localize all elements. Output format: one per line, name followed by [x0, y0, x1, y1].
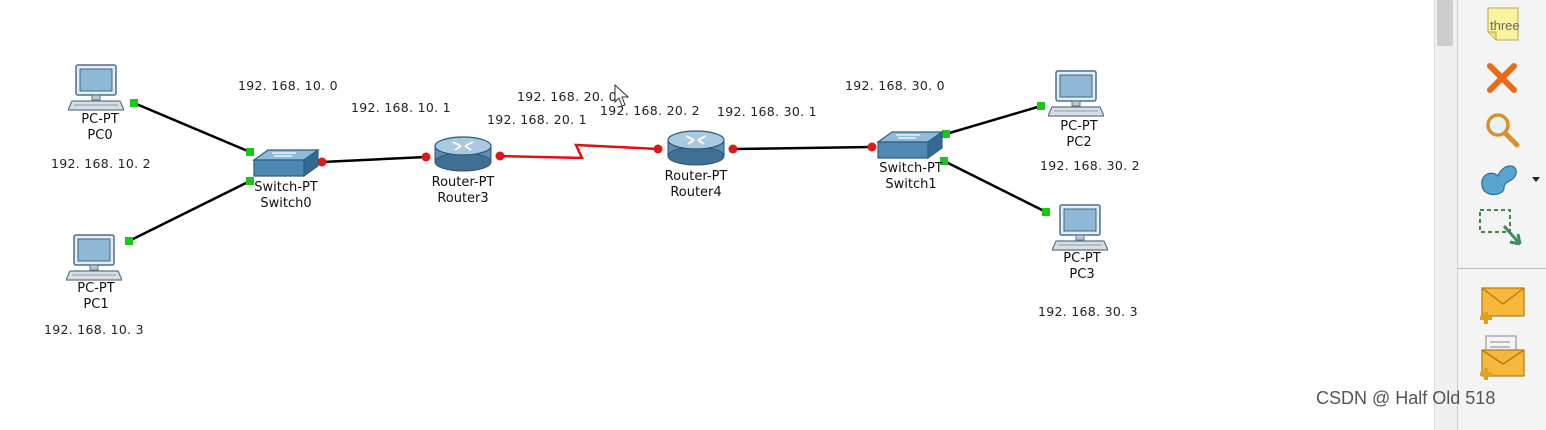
- port-status-down: [421, 152, 431, 162]
- device-name: PC1: [83, 297, 109, 312]
- port-status-up: [246, 148, 254, 156]
- interface-note-router3-wan: 192. 168. 20. 1: [487, 112, 587, 127]
- device-name: PC0: [87, 128, 113, 143]
- draw-shape-icon: [1481, 165, 1517, 196]
- topology-workspace[interactable]: PC-PT PC0 192. 168. 10. 2 PC-PT PC1 192.…: [0, 0, 1434, 430]
- device-type: Switch-PT: [879, 161, 943, 176]
- note-tool-button[interactable]: three: [1474, 4, 1530, 48]
- port-status-down: [653, 144, 663, 154]
- network-note-30: 192. 168. 30. 0: [845, 78, 945, 93]
- pc0-ip-note: 192. 168. 10. 2: [51, 156, 151, 171]
- device-type: Router-PT: [431, 175, 495, 190]
- link-switch1-pc3[interactable]: [943, 159, 1047, 214]
- pc1-icon[interactable]: [66, 234, 122, 282]
- add-simple-pdu-button[interactable]: [1474, 282, 1530, 326]
- pc2-icon[interactable]: [1048, 70, 1104, 118]
- port-status-up: [125, 237, 133, 245]
- device-type: Router-PT: [664, 169, 728, 184]
- port-status-down: [867, 142, 877, 152]
- pc3-ip-note: 192. 168. 30. 3: [1038, 304, 1138, 319]
- port-status-down: [728, 144, 738, 154]
- note-tool-label: three: [1490, 18, 1520, 33]
- link-router3-router4-serial[interactable]: [499, 143, 659, 160]
- link-pc0-switch0[interactable]: [133, 101, 251, 154]
- device-type: PC-PT: [1063, 251, 1101, 266]
- switch0-icon[interactable]: [252, 148, 320, 180]
- router4-label: Router-PT Router4: [665, 169, 728, 201]
- pc3-icon[interactable]: [1052, 204, 1108, 252]
- add-complex-pdu-button[interactable]: [1474, 334, 1530, 380]
- pc2-ip-note: 192. 168. 30. 2: [1040, 158, 1140, 173]
- inspect-tool-button[interactable]: [1474, 106, 1530, 150]
- port-status-up: [130, 99, 138, 107]
- pc1-ip-note: 192. 168. 10. 3: [44, 322, 144, 337]
- watermark: CSDN @ Half Old 518: [1316, 388, 1496, 408]
- note-icon: [1487, 7, 1519, 41]
- port-status-down: [317, 157, 327, 167]
- device-type: Switch-PT: [254, 180, 318, 195]
- switch1-icon[interactable]: [876, 130, 944, 162]
- switch0-label: Switch-PT Switch0: [254, 180, 317, 212]
- delete-tool-button[interactable]: [1474, 56, 1530, 100]
- switch1-label: Switch-PT Switch1: [879, 161, 942, 193]
- port-status-up: [1037, 102, 1045, 110]
- delete-icon: [1487, 63, 1517, 93]
- resize-icon: [1479, 209, 1522, 246]
- router3-label: Router-PT Router3: [432, 175, 495, 207]
- scrollbar-thumb[interactable]: [1437, 0, 1453, 46]
- device-name: Router4: [670, 185, 722, 200]
- vertical-scrollbar[interactable]: [1434, 0, 1457, 430]
- interface-note-router3-lan: 192. 168. 10. 1: [351, 100, 451, 115]
- port-status-up: [1042, 208, 1050, 216]
- router4-icon[interactable]: [666, 130, 726, 166]
- toolbar-divider: [1458, 268, 1546, 269]
- pc2-label: PC-PT PC2: [1060, 119, 1097, 151]
- device-name: Switch1: [885, 177, 937, 192]
- device-name: Switch0: [260, 196, 312, 211]
- device-name: Router3: [437, 191, 489, 206]
- port-status-down: [495, 151, 505, 161]
- interface-note-router4-wan: 192. 168. 20. 2: [600, 103, 700, 118]
- device-name: PC3: [1069, 267, 1095, 282]
- add-complex-pdu-icon: [1480, 335, 1525, 380]
- inspect-icon: [1486, 113, 1520, 148]
- port-status-up: [942, 130, 950, 138]
- port-status-up: [940, 157, 948, 165]
- chevron-down-icon[interactable]: [1531, 176, 1541, 184]
- device-type: PC-PT: [81, 112, 119, 127]
- interface-note-router4-lan: 192. 168. 30. 1: [717, 104, 817, 119]
- router3-icon[interactable]: [433, 136, 493, 172]
- device-name: PC2: [1066, 135, 1092, 150]
- pc1-label: PC-PT PC1: [77, 281, 114, 313]
- link-router4-switch1[interactable]: [732, 145, 873, 151]
- port-status-up: [246, 177, 254, 185]
- link-layer: [125, 99, 1050, 245]
- pc3-label: PC-PT PC3: [1063, 251, 1100, 283]
- network-note-10: 192. 168. 10. 0: [238, 78, 338, 93]
- pc0-icon[interactable]: [68, 64, 124, 112]
- mouse-cursor-icon: [614, 84, 630, 107]
- pc0-label: PC-PT PC0: [81, 112, 118, 144]
- device-type: PC-PT: [1060, 119, 1098, 134]
- network-note-20: 192. 168. 20. 0: [517, 89, 617, 104]
- link-pc1-switch0[interactable]: [128, 179, 251, 243]
- link-switch1-pc2[interactable]: [945, 104, 1042, 136]
- device-type: PC-PT: [77, 281, 115, 296]
- link-switch0-router3[interactable]: [321, 155, 427, 164]
- draw-shape-tool-button[interactable]: [1474, 156, 1530, 200]
- add-simple-pdu-icon: [1480, 287, 1525, 324]
- resize-tool-button[interactable]: [1474, 206, 1530, 250]
